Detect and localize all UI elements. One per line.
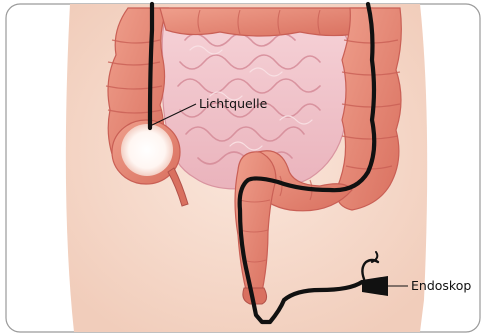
endoscope-label: Endoskop: [411, 278, 471, 293]
light-source-glow: [121, 124, 173, 176]
light-source-label: Lichtquelle: [199, 96, 268, 111]
